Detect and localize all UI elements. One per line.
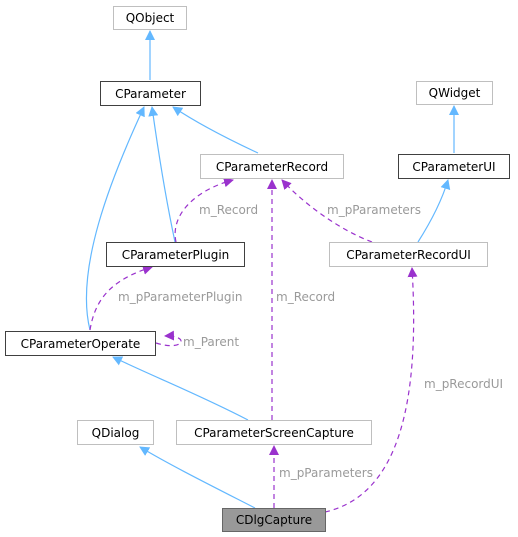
node-label: CParameterScreenCapture	[194, 425, 354, 440]
node-cdlgcapture[interactable]: CDlgCapture	[222, 508, 326, 532]
edge-dlg-to-recordui	[324, 267, 418, 513]
edge-cparameteroperate-to-cparameter	[85, 106, 145, 331]
node-cparameterplugin[interactable]: CParameterPlugin	[106, 242, 245, 267]
edge-cparameterrecordui-to-cparameterui	[417, 179, 451, 243]
node-label: CParameterPlugin	[121, 247, 230, 262]
node-qdialog[interactable]: QDialog	[77, 420, 154, 445]
edge-label-m-parent: m_Parent	[183, 335, 240, 349]
edge-recordui-to-record	[281, 179, 373, 243]
node-label: CParameterUI	[412, 159, 496, 174]
node-label: CParameterRecord	[215, 159, 329, 174]
edge-label-m-pparameters-dlg: m_pParameters	[279, 466, 373, 480]
node-label: QDialog	[91, 425, 140, 440]
node-qwidget[interactable]: QWidget	[416, 81, 493, 105]
edge-plugin-to-record	[174, 177, 234, 243]
edge-label-m-precordui: m_pRecordUI	[424, 377, 504, 391]
node-cparameterui[interactable]: CParameterUI	[398, 154, 510, 179]
node-label: CDlgCapture	[235, 513, 313, 527]
edge-cdlgcapture-to-qdialog	[139, 446, 256, 509]
node-cparameterrecord[interactable]: CParameterRecord	[200, 154, 344, 179]
node-label: CParameterOperate	[20, 336, 141, 351]
node-cparameterrecordui[interactable]: CParameterRecordUI	[329, 242, 488, 267]
node-cparameter[interactable]: CParameter	[100, 81, 201, 106]
edge-label-m-record-screencapture: m_Record	[276, 290, 336, 304]
edge-label-m-record-plugin: m_Record	[199, 203, 259, 217]
node-qobject[interactable]: QObject	[113, 6, 187, 30]
edge-cparameterrecord-to-cparameter	[172, 106, 259, 154]
edge-operate-self	[155, 330, 182, 347]
node-label: CParameterRecordUI	[346, 247, 471, 262]
edge-cparameterplugin-to-cparameter	[148, 106, 176, 243]
node-cparameterscreencapture[interactable]: CParameterScreenCapture	[176, 420, 372, 445]
edge-cparameterscreencapture-to-cparameteroperate	[112, 356, 249, 421]
edge-label-m-pparameterplugin: m_pParameterPlugin	[118, 290, 243, 304]
node-label: CParameter	[115, 86, 186, 101]
edge-label-m-pparameters-recordui: m_pParameters	[327, 203, 421, 217]
node-label: QObject	[125, 11, 175, 25]
edge-operate-to-plugin	[89, 264, 153, 331]
node-cparameteroperate[interactable]: CParameterOperate	[5, 331, 156, 356]
node-label: QWidget	[428, 86, 481, 100]
